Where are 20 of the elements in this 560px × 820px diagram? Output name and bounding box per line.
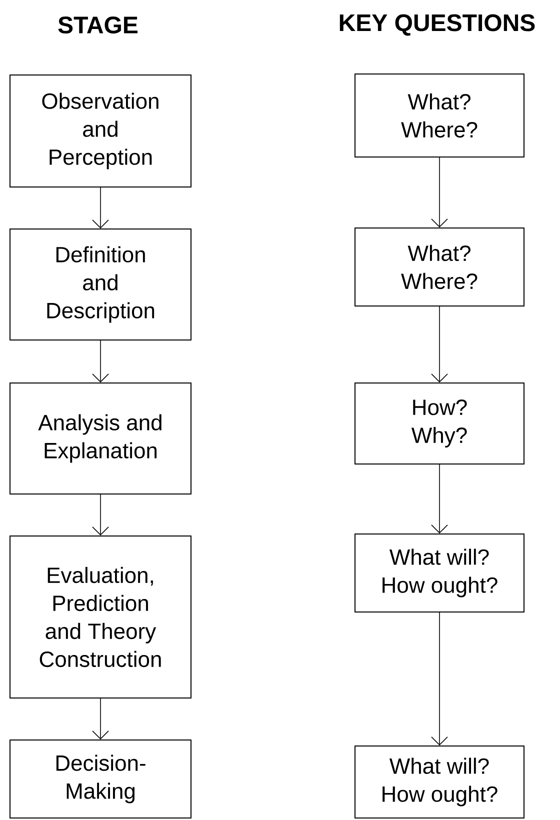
process-box: How? Why? (354, 382, 524, 464)
process-box: What will? How ought? (354, 746, 524, 818)
arrow (431, 464, 448, 534)
process-box: Evaluation, Prediction and Theory Construction (10, 536, 192, 698)
process-box: What? Where? (354, 228, 524, 306)
process-box: Observation and Perception (10, 74, 192, 188)
arrow (92, 698, 109, 740)
process-box: Analysis and Explanation (10, 382, 192, 494)
column-heading: STAGE (58, 16, 138, 34)
arrow (92, 340, 109, 382)
arrow (92, 187, 109, 229)
arrow (431, 612, 448, 746)
arrow (431, 306, 448, 382)
arrow (92, 494, 109, 536)
process-box: What will? How ought? (354, 534, 524, 612)
arrow (431, 157, 448, 228)
process-box: Decision-Making (10, 740, 192, 818)
process-box: Definition and Description (10, 228, 192, 340)
process-box: What? Where? (354, 74, 524, 158)
column-heading: KEY QUESTIONS (340, 14, 535, 36)
